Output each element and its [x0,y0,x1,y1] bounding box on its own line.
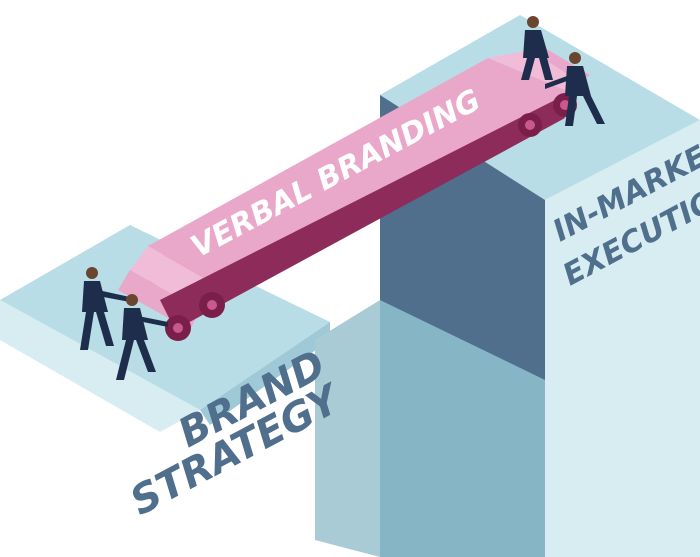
bridge [118,48,590,330]
bridge-wheels [165,93,577,341]
businessman-right-1 [521,16,553,80]
businessman-left-1 [80,267,130,350]
left-ground-platform [0,225,330,432]
businessman-left-2 [116,294,168,380]
businessman-right-2 [545,52,605,126]
